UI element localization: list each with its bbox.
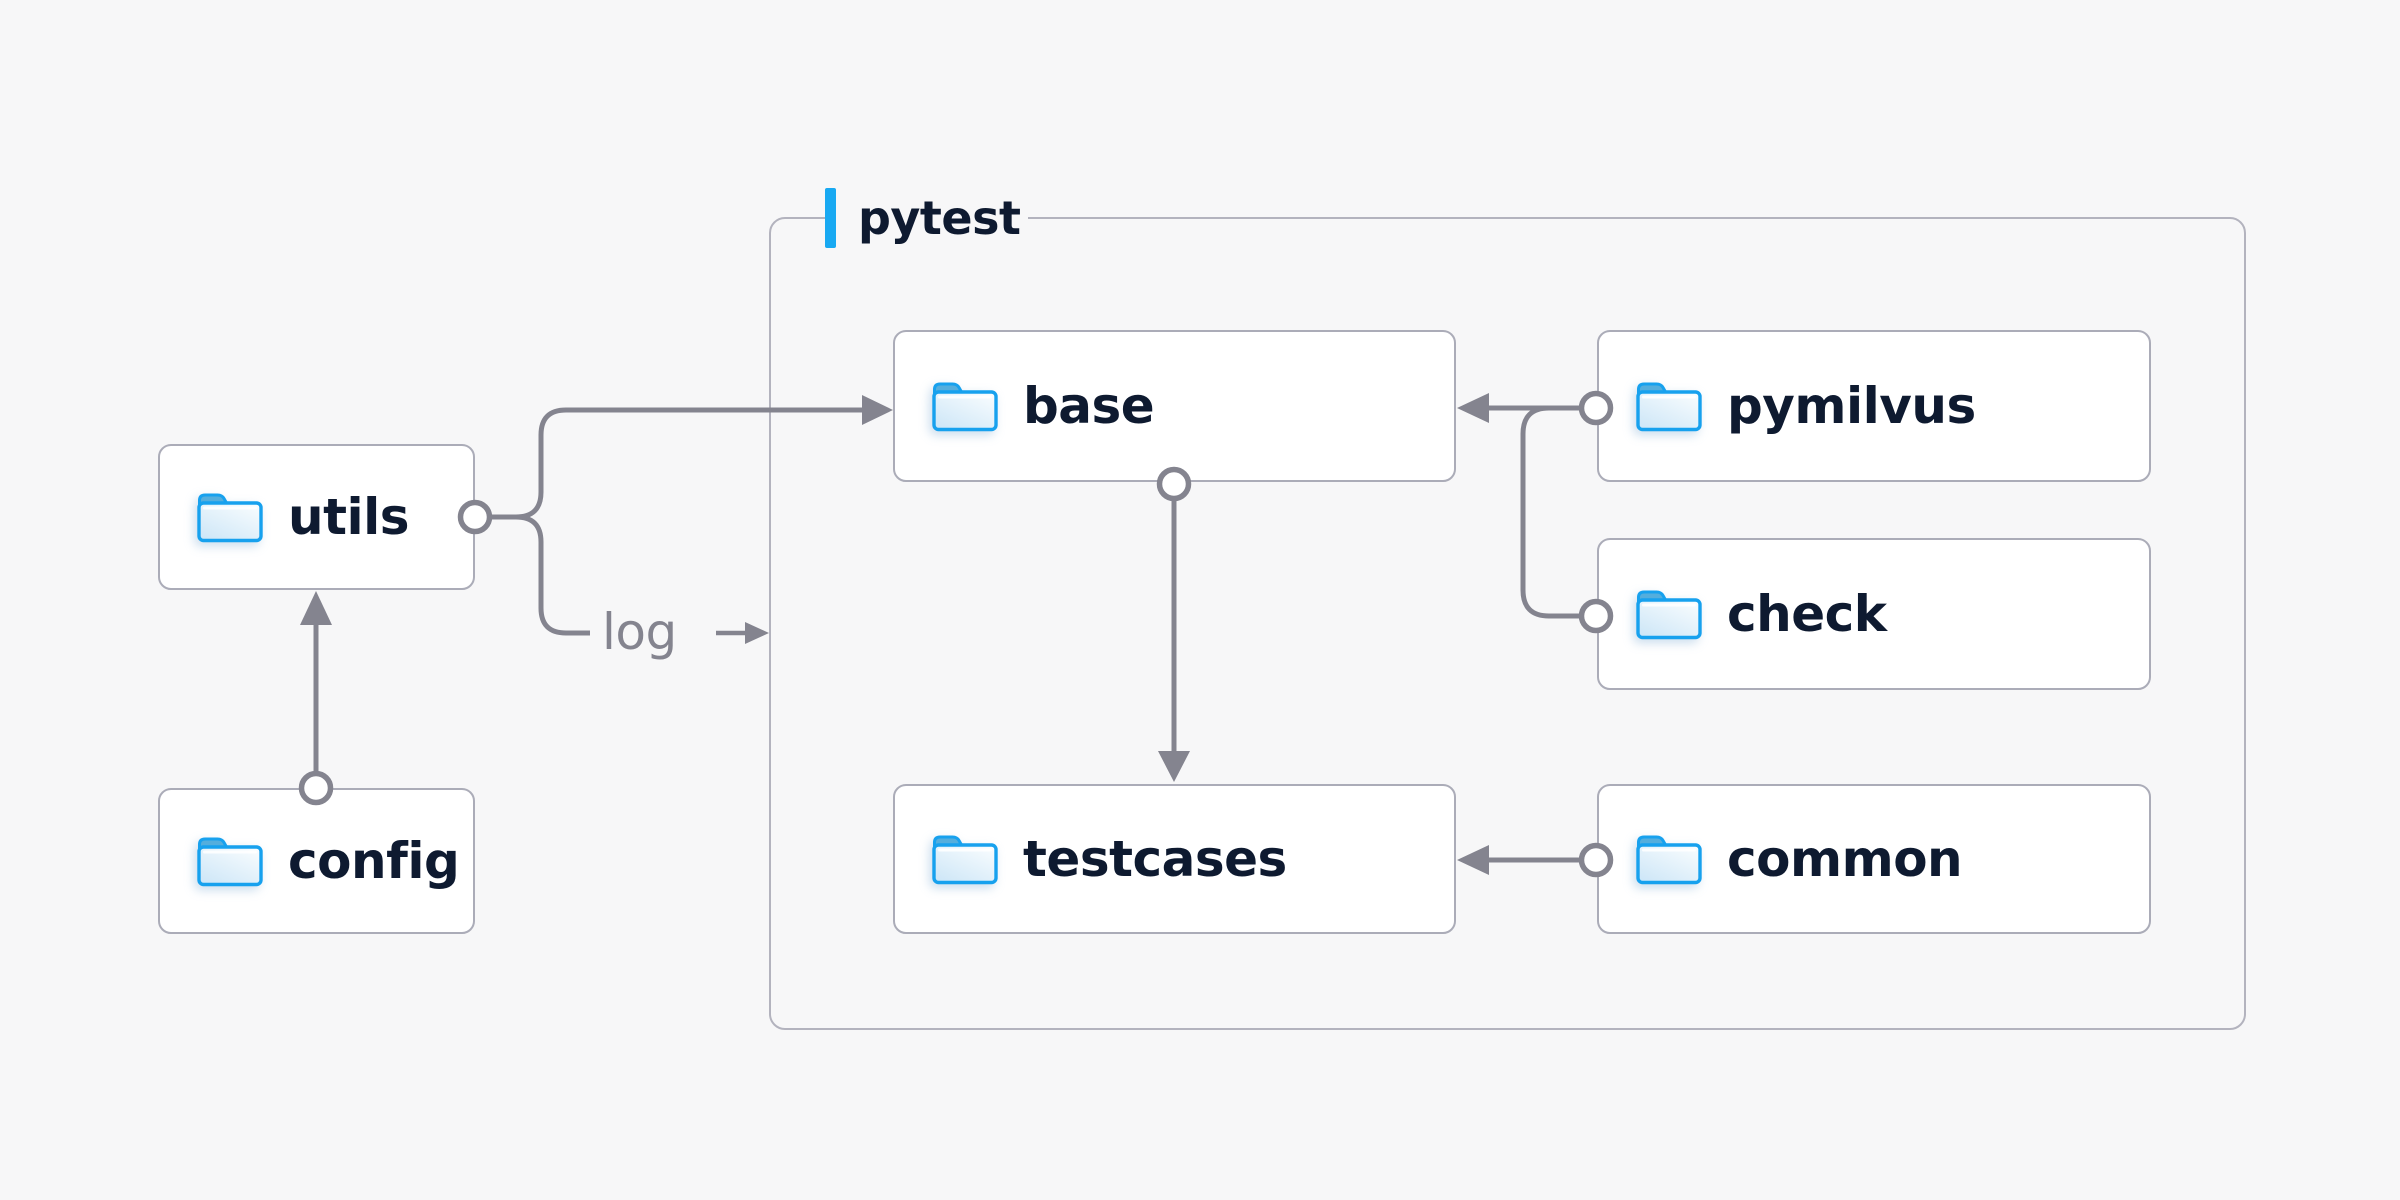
folder-icon (1635, 833, 1703, 885)
node-label-testcases: testcases (1023, 830, 1287, 888)
node-common: common (1597, 784, 2151, 934)
pytest-container: pytest (769, 186, 2246, 1030)
node-label-utils: utils (288, 488, 410, 546)
node-pymilvus: pymilvus (1597, 330, 2151, 482)
edge-label-log: log (602, 603, 677, 661)
folder-icon (196, 491, 264, 543)
node-label-base: base (1023, 377, 1155, 435)
folder-icon (1635, 588, 1703, 640)
pytest-title: pytest (858, 191, 1021, 245)
folder-icon (931, 380, 999, 432)
pytest-container-label: pytest (825, 186, 1029, 250)
arrowhead-up-icon (300, 591, 332, 625)
arrowhead-right-icon (745, 622, 769, 644)
node-check: check (1597, 538, 2151, 690)
accent-bar (825, 188, 836, 248)
edge-config-utils (300, 591, 332, 774)
node-label-check: check (1727, 585, 1887, 643)
node-config: config (158, 788, 475, 934)
node-label-pymilvus: pymilvus (1727, 377, 1976, 435)
folder-icon (196, 835, 264, 887)
node-base: base (893, 330, 1456, 482)
node-utils: utils (158, 444, 475, 590)
node-label-config: config (288, 832, 460, 890)
folder-icon (1635, 380, 1703, 432)
folder-icon (931, 833, 999, 885)
node-label-common: common (1727, 830, 1963, 888)
node-testcases: testcases (893, 784, 1456, 934)
